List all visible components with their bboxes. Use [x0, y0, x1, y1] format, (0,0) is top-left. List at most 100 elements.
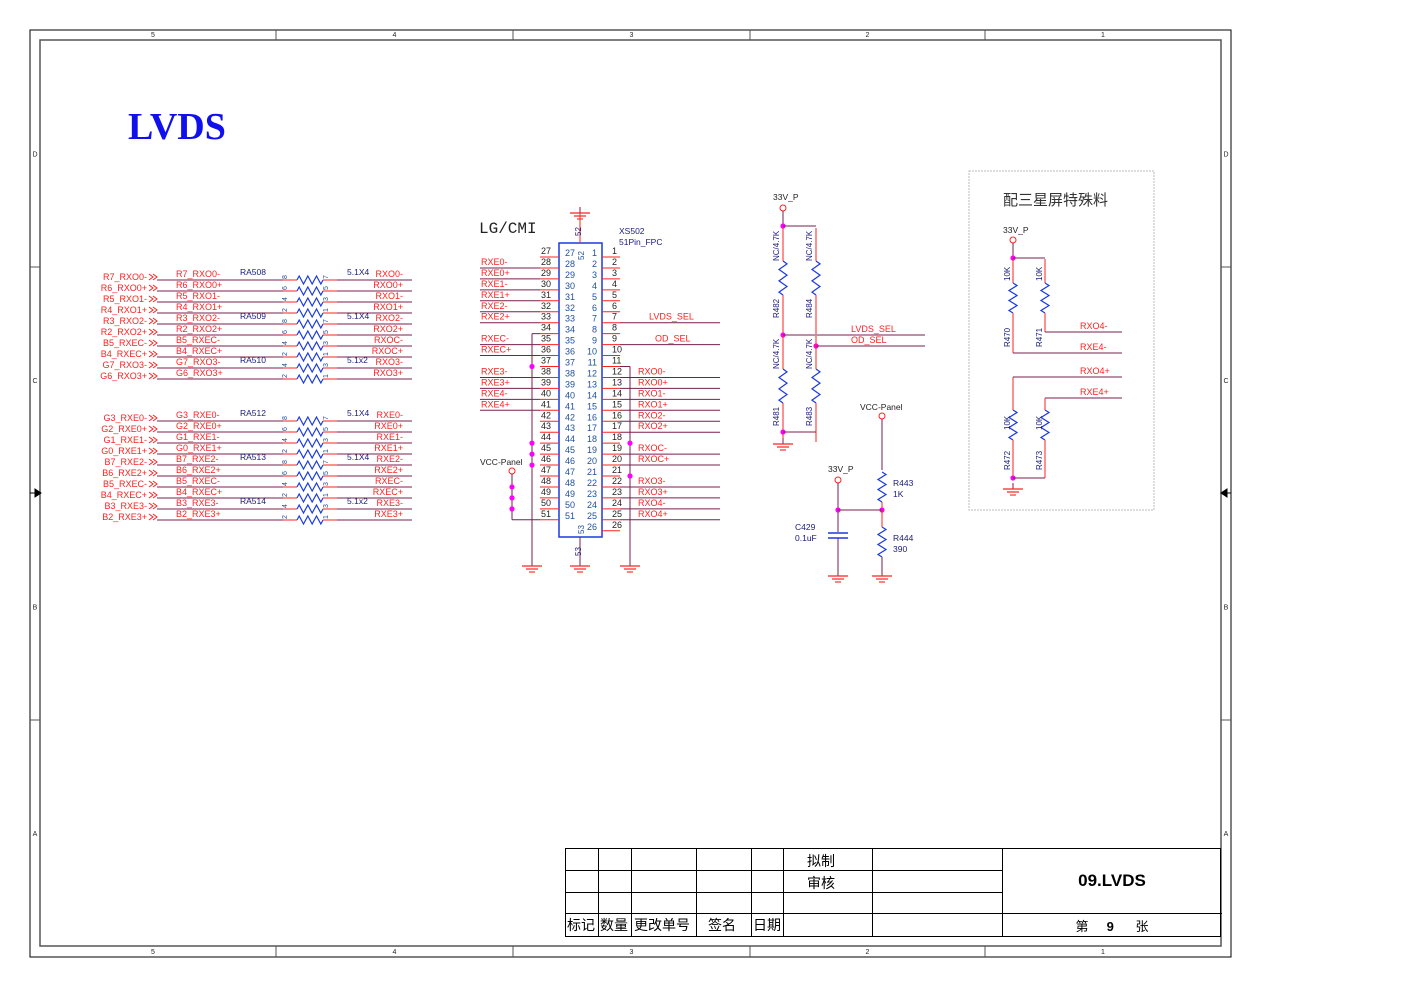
resistor-array-value: 5.1X4 — [347, 408, 369, 418]
pin-number: 33 — [541, 312, 551, 322]
pin-number: 38 — [541, 366, 551, 376]
right-net-label: RXE1- — [376, 432, 403, 442]
pin-number: 26 — [587, 522, 597, 532]
pin-number: 30 — [565, 281, 575, 291]
input-net-label: G7_RXO3- — [102, 360, 147, 370]
offsheet-connector-icon — [148, 339, 158, 347]
pin-number: 20 — [587, 456, 597, 466]
left-net-label: B2_RXE3+ — [176, 509, 221, 519]
connector-net-label: LVDS_SEL — [649, 312, 694, 322]
right-net-label: RXE3- — [376, 498, 403, 508]
pin-number: 22 — [612, 476, 622, 486]
input-net-label: R7_RXO0- — [103, 272, 147, 282]
connector-group-label: LG/CMI — [479, 220, 537, 238]
junction-dot — [509, 506, 515, 512]
resistor-value: NC/4.7K — [805, 230, 814, 261]
pin-number: 7 — [323, 275, 330, 279]
input-net-label: R3_RXO2- — [103, 316, 147, 326]
junction-dot — [529, 451, 535, 457]
row-label-left: B — [33, 605, 38, 612]
offsheet-connector-icon — [148, 317, 158, 325]
pin-number: 47 — [565, 467, 575, 477]
pin-number: 53 — [577, 525, 586, 534]
column-label-top: 5 — [151, 32, 155, 39]
pin-number: 6 — [282, 330, 289, 334]
center-arrow-icon — [30, 488, 42, 498]
pin-number: 48 — [541, 476, 551, 486]
pin-number: 5 — [323, 471, 330, 475]
left-net-label: B6_RXE2+ — [176, 465, 221, 475]
input-net-label: B4_RXEC+ — [101, 490, 147, 500]
input-net-label: G0_RXE1+ — [101, 446, 147, 456]
power-label: 33V_P — [828, 464, 854, 474]
connector-net-label: RXO3+ — [638, 487, 668, 497]
pin-number: 29 — [565, 270, 575, 280]
left-net-label: B4_RXEC+ — [176, 487, 222, 497]
left-net-label: G2_RXE0+ — [176, 421, 222, 431]
pin-number: 34 — [565, 325, 575, 335]
pin-number: 37 — [565, 358, 575, 368]
resistor-icon — [296, 307, 324, 319]
connector-net-label: RXE1- — [481, 279, 508, 289]
pin-number: 23 — [612, 487, 622, 497]
pin-number: 2 — [282, 374, 289, 378]
connector-net-label: RXE3- — [481, 366, 508, 376]
pin-number: 19 — [612, 443, 622, 453]
input-net-label: R4_RXO1+ — [101, 305, 147, 315]
pin-number: 24 — [612, 498, 622, 508]
pin-number: 7 — [612, 312, 617, 322]
resistor-ref: R471 — [1035, 327, 1044, 347]
connector-net-label: OD_SEL — [655, 334, 691, 344]
samsung-net-label: RXO4+ — [1080, 366, 1110, 376]
pin-number: 45 — [565, 445, 575, 455]
pin-number: 29 — [541, 268, 551, 278]
right-net-label: RXE0- — [376, 410, 403, 420]
pin-number: 2 — [282, 449, 289, 453]
right-net-label: RXO3- — [375, 357, 403, 367]
samsung-block-title: 配三星屏特殊料 — [1003, 191, 1108, 209]
row-label-left: D — [32, 152, 37, 159]
pin-number: 27 — [541, 246, 551, 256]
power-port-icon — [1009, 236, 1017, 244]
resistor-array-value: 5.1X4 — [347, 452, 369, 462]
pin-number: 7 — [323, 460, 330, 464]
input-net-label: G3_RXE0- — [103, 413, 147, 423]
input-net-label: G6_RXO3+ — [100, 371, 147, 381]
pin-number: 31 — [541, 290, 551, 300]
pin-number: 52 — [574, 227, 583, 236]
samsung-block-frame — [968, 170, 1155, 511]
resistor-icon — [1039, 409, 1051, 441]
row-label-left: A — [33, 831, 38, 838]
pin-number: 39 — [541, 377, 551, 387]
pin-number: 49 — [541, 487, 551, 497]
pin-number: 14 — [587, 390, 597, 400]
left-net-label: G1_RXE1- — [176, 432, 220, 442]
offsheet-connector-icon — [148, 361, 158, 369]
pin-number: 21 — [587, 467, 597, 477]
pin-number: 13 — [587, 379, 597, 389]
left-net-label: G0_RXE1+ — [176, 443, 222, 453]
row-label-right: A — [1224, 831, 1229, 838]
power-label: VCC-Panel — [480, 457, 523, 467]
pin-number: 18 — [612, 432, 622, 442]
pin-number: 8 — [282, 460, 289, 464]
resistor-icon — [296, 503, 324, 515]
pin-number: 33 — [565, 314, 575, 324]
pin-number: 40 — [541, 388, 551, 398]
resistor-icon — [1039, 282, 1051, 314]
pin-number: 1 — [323, 493, 330, 497]
pin-number: 17 — [587, 423, 597, 433]
offsheet-connector-icon — [148, 436, 158, 444]
connector-net-label: RXOC- — [638, 443, 667, 453]
connector-net-label: RXE0- — [481, 257, 508, 267]
pin-number: 1 — [323, 449, 330, 453]
pin-number: 2 — [282, 352, 289, 356]
pin-number: 16 — [587, 412, 597, 422]
right-net-label: RXOC+ — [372, 346, 403, 356]
right-net-label: RXO3+ — [373, 368, 403, 378]
drafted-label: 拟制 — [807, 853, 835, 869]
input-net-label: B4_RXEC+ — [101, 349, 147, 359]
sheet-prefix: 第 — [1075, 919, 1089, 934]
left-net-label: R5_RXO1- — [176, 291, 220, 301]
resistor-icon — [777, 368, 789, 404]
